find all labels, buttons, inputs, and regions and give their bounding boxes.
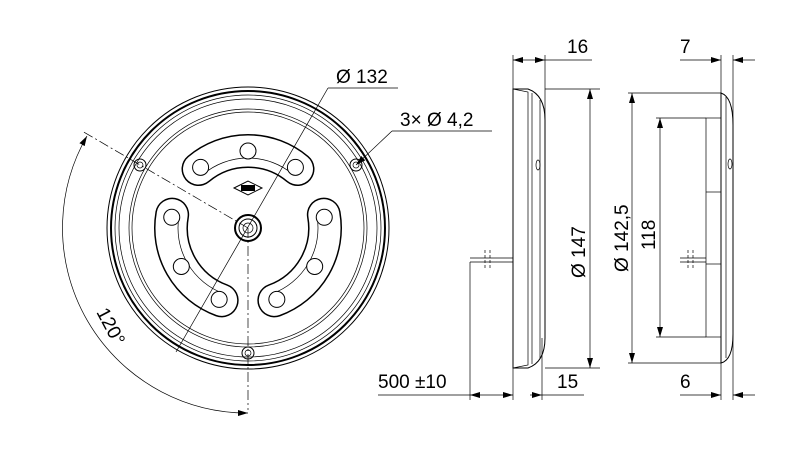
led-hole <box>210 290 228 308</box>
side-view-right <box>628 55 755 400</box>
cable-length-label: 500 ±10 <box>378 372 447 393</box>
angle-120-label: 120° <box>92 304 129 349</box>
led-hole <box>163 208 181 226</box>
base-15-label: 15 <box>557 372 578 393</box>
led-hole <box>315 208 333 226</box>
led-hole <box>172 258 190 275</box>
base-6-label: 6 <box>680 372 691 393</box>
brand-logo <box>232 180 264 196</box>
reflector-slot <box>154 197 239 318</box>
inner-118-label: 118 <box>639 220 660 250</box>
depth-16-label: 16 <box>567 37 588 58</box>
led-hole <box>268 290 286 308</box>
side-view-left <box>378 55 600 400</box>
led-hole <box>192 158 210 176</box>
reflector-slot <box>257 197 342 318</box>
led-hole <box>286 158 304 176</box>
diameter-142-5-label: Ø 142,5 <box>612 204 633 272</box>
led-hole <box>306 258 324 275</box>
led-hole <box>239 142 257 160</box>
diameter-147-label: Ø 147 <box>569 226 590 278</box>
depth-7-label: 7 <box>680 37 691 58</box>
front-view <box>62 86 492 417</box>
diameter-132-label: Ø 132 <box>336 67 388 88</box>
holes-label: 3× Ø 4,2 <box>400 110 473 131</box>
